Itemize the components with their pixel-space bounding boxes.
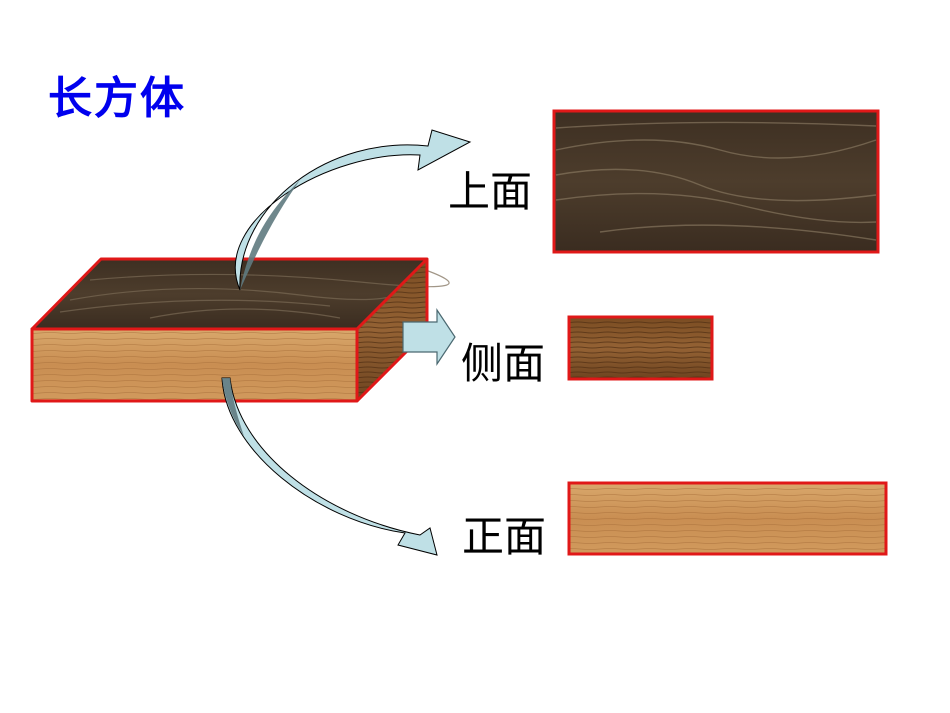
front-face-label: 正面 (462, 512, 547, 561)
arrow-to-top-icon (234, 129, 472, 291)
side-face-label: 侧面 (461, 339, 546, 388)
front-face-swatch (567, 481, 888, 556)
slide-title: 长方体 (48, 73, 186, 124)
top-face-swatch (552, 109, 880, 254)
cuboid (30, 257, 450, 403)
arrow-to-side-icon (402, 308, 456, 366)
side-face-swatch (567, 315, 714, 381)
top-face-label: 上面 (448, 167, 533, 216)
arrow-to-front-icon (221, 377, 438, 556)
